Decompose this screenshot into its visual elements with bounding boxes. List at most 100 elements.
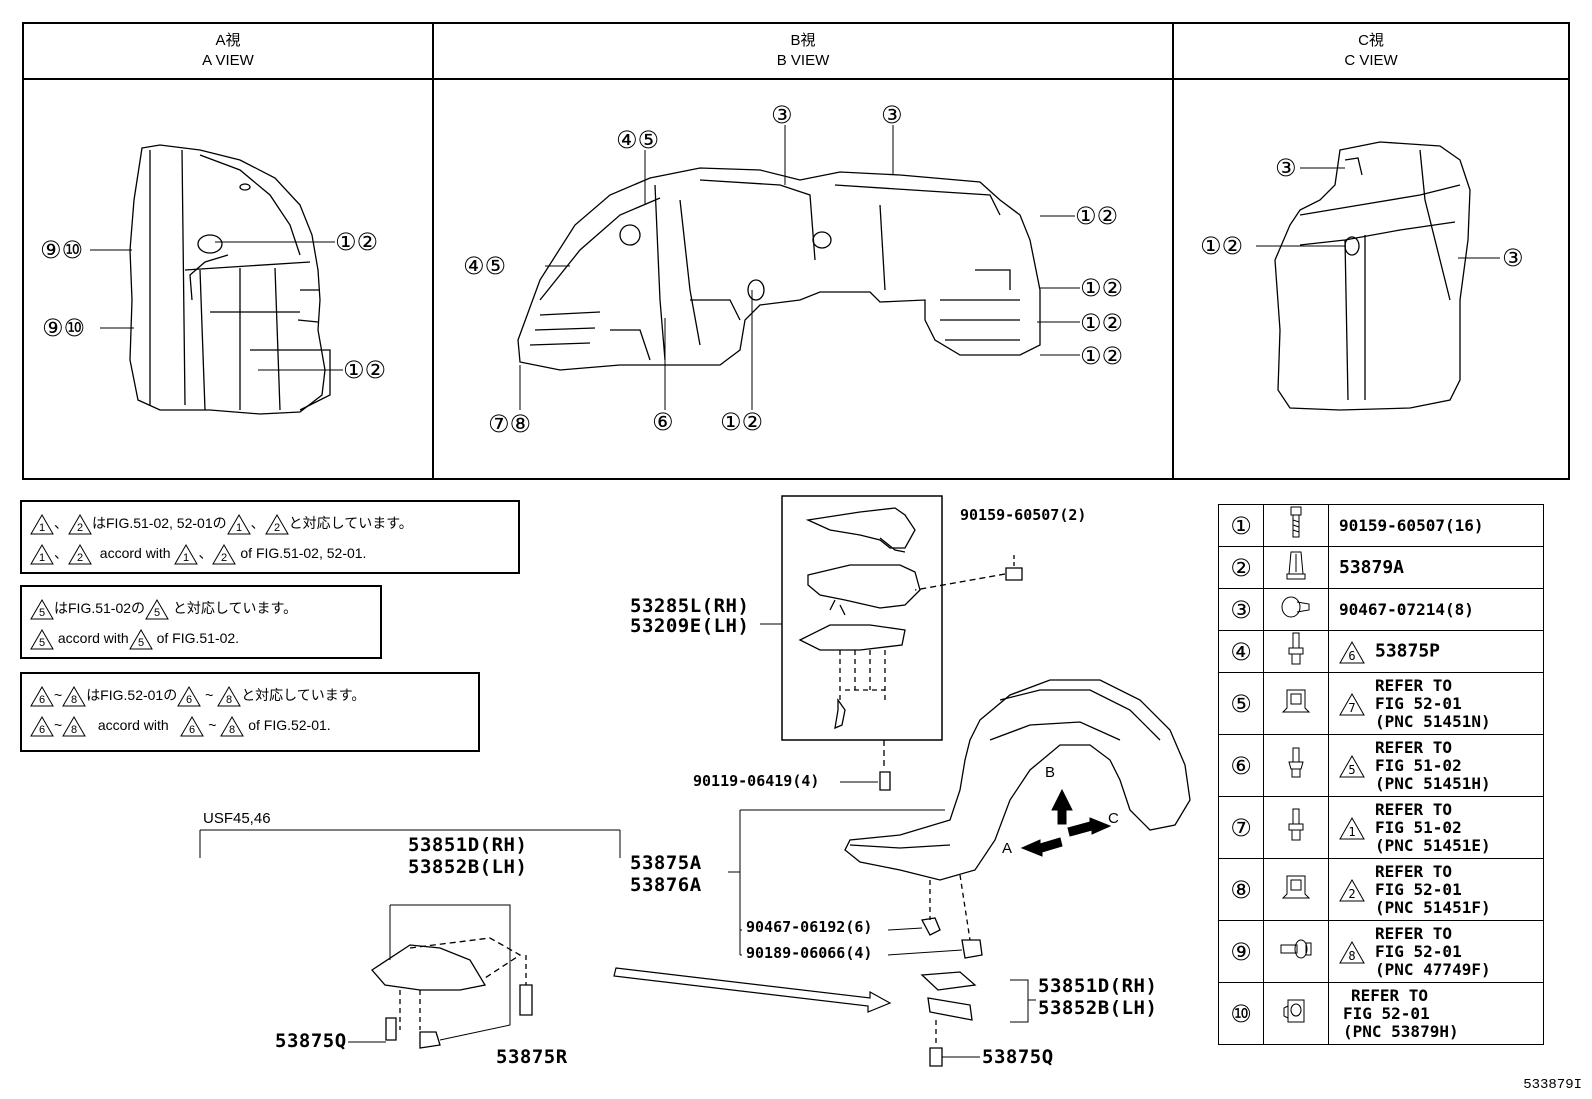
triangle-6-icon: 6 — [177, 686, 202, 707]
legend-num: ⑦ — [1218, 796, 1264, 859]
legend-text: 90159-60507(16) — [1328, 504, 1544, 547]
callout-b-3-left: ③ — [771, 101, 793, 129]
legend-num: ⑩ — [1218, 982, 1264, 1045]
triangle-2-icon: 2 — [264, 514, 289, 535]
triangle-7-icon: 7 — [1339, 692, 1365, 715]
legend-row: ① 90159-60507(16) — [1218, 504, 1544, 547]
triangle-5-icon: 5 — [1339, 754, 1365, 777]
part-53875q-left: 53875Q — [275, 1030, 347, 1052]
triangle-5-icon: 5 — [145, 599, 169, 620]
triangle-2-icon: 2 — [212, 544, 237, 565]
part-53852b-right: 53852B(LH) — [1038, 997, 1158, 1019]
triangle-8-icon: 8 — [220, 716, 245, 737]
legend-num: ⑨ — [1218, 920, 1264, 983]
view-b-title: B視 B VIEW — [434, 24, 1172, 80]
svg-text:2: 2 — [274, 522, 280, 534]
clip-icon — [1263, 546, 1329, 589]
callout-a-9-10-bottom: ⑨⑩ — [42, 314, 86, 342]
legend-row: ② 53879A — [1218, 546, 1544, 589]
legend-num: ⑤ — [1218, 672, 1264, 735]
part-53851d-top: 53851D(RH) — [408, 834, 528, 856]
bolt-icon — [1263, 630, 1329, 673]
view-a-title-en: A VIEW — [202, 52, 254, 69]
part-90189-06066: 90189-06066(4) — [746, 944, 873, 962]
callout-b-6: ⑥ — [652, 408, 674, 436]
legend-text: 53879A — [1328, 546, 1544, 589]
callout-b-1-2-r4: ①② — [1080, 342, 1124, 370]
callout-b-3-right: ③ — [881, 101, 903, 129]
svg-text:7: 7 — [1348, 701, 1355, 715]
triangle-1-icon: 1 — [174, 544, 199, 565]
svg-text:6: 6 — [186, 694, 192, 706]
legend-num: ② — [1218, 546, 1264, 589]
callout-b-1-2-r3: ①② — [1080, 309, 1124, 337]
svg-text:1: 1 — [183, 552, 189, 564]
triangle-2-icon: 2 — [68, 544, 92, 565]
svg-text:5: 5 — [154, 607, 160, 619]
legend-row: ⑩ REFER TO FIG 52-01 (PNC 53879H) — [1218, 982, 1544, 1045]
svg-text:5: 5 — [39, 637, 45, 649]
svg-text:8: 8 — [71, 694, 77, 706]
part-53852b-top: 53852B(LH) — [408, 856, 528, 878]
legend-num: ⑥ — [1218, 734, 1264, 797]
usf-label: USF45,46 — [203, 810, 271, 827]
callout-c-3-right: ③ — [1502, 244, 1524, 272]
legend-text: REFER TO FIG 52-01 (PNC 53879H) — [1328, 982, 1544, 1045]
triangle-8-icon: 8 — [217, 686, 242, 707]
callout-b-7-8: ⑦⑧ — [488, 410, 532, 438]
svg-text:5: 5 — [138, 637, 144, 649]
callout-b-1-2-r2: ①② — [1080, 274, 1124, 302]
triangle-6-icon: 6 — [30, 716, 54, 737]
triangle-8-icon: 8 — [1339, 940, 1365, 963]
svg-text:6: 6 — [1348, 649, 1355, 663]
callout-b-4-5-left: ④⑤ — [463, 252, 507, 280]
view-b-title-en: B VIEW — [776, 52, 830, 69]
legend-num: ③ — [1218, 588, 1264, 631]
part-53285l: 53285L(RH) — [630, 595, 750, 617]
view-c-title-jp: C視 — [1358, 32, 1384, 49]
callout-c-1-2: ①② — [1200, 232, 1244, 260]
view-c-title-en: C VIEW — [1344, 52, 1398, 69]
callout-a-9-10-top: ⑨⑩ — [40, 236, 84, 264]
triangle-8-icon: 8 — [62, 716, 87, 737]
callout-a-1-2-top: ①② — [335, 228, 379, 256]
fastener-legend-table: ① 90159-60507(16) ② 53879A ③ 90467-07214… — [1218, 504, 1544, 1045]
view-b-title-jp: B視 — [790, 32, 816, 49]
part-90119-06419: 90119-06419(4) — [693, 772, 820, 790]
svg-text:5: 5 — [39, 607, 45, 619]
triangle-6-icon: 6 — [1339, 640, 1365, 663]
triangle-1-icon: 1 — [226, 514, 251, 535]
part-53851d-right: 53851D(RH) — [1038, 975, 1158, 997]
callout-a-1-2-bottom: ①② — [343, 356, 387, 384]
figure-code: 533879I — [1523, 1077, 1582, 1093]
svg-text:2: 2 — [1348, 887, 1355, 901]
legend-text: 90467-07214(8) — [1328, 588, 1544, 631]
svg-text:1: 1 — [39, 552, 45, 564]
triangle-2-icon: 2 — [68, 514, 92, 535]
triangle-2-icon: 2 — [1339, 878, 1365, 901]
part-53875r: 53875R — [496, 1046, 568, 1068]
svg-text:1: 1 — [39, 522, 45, 534]
screw-side-icon — [1263, 920, 1329, 983]
triangle-8-icon: 8 — [62, 686, 87, 707]
bolt-icon — [1263, 796, 1329, 859]
part-90159-60507-2: 90159-60507(2) — [960, 506, 1087, 524]
svg-text:1: 1 — [236, 522, 242, 534]
part-53876a: 53876A — [630, 874, 702, 896]
svg-text:5: 5 — [1348, 763, 1355, 777]
note3-line2: 6~8 accord with 6 ~ 8 of FIG.52-01. — [30, 710, 470, 740]
part-53209e: 53209E(LH) — [630, 615, 750, 637]
triangle-1-icon: 1 — [30, 544, 54, 565]
